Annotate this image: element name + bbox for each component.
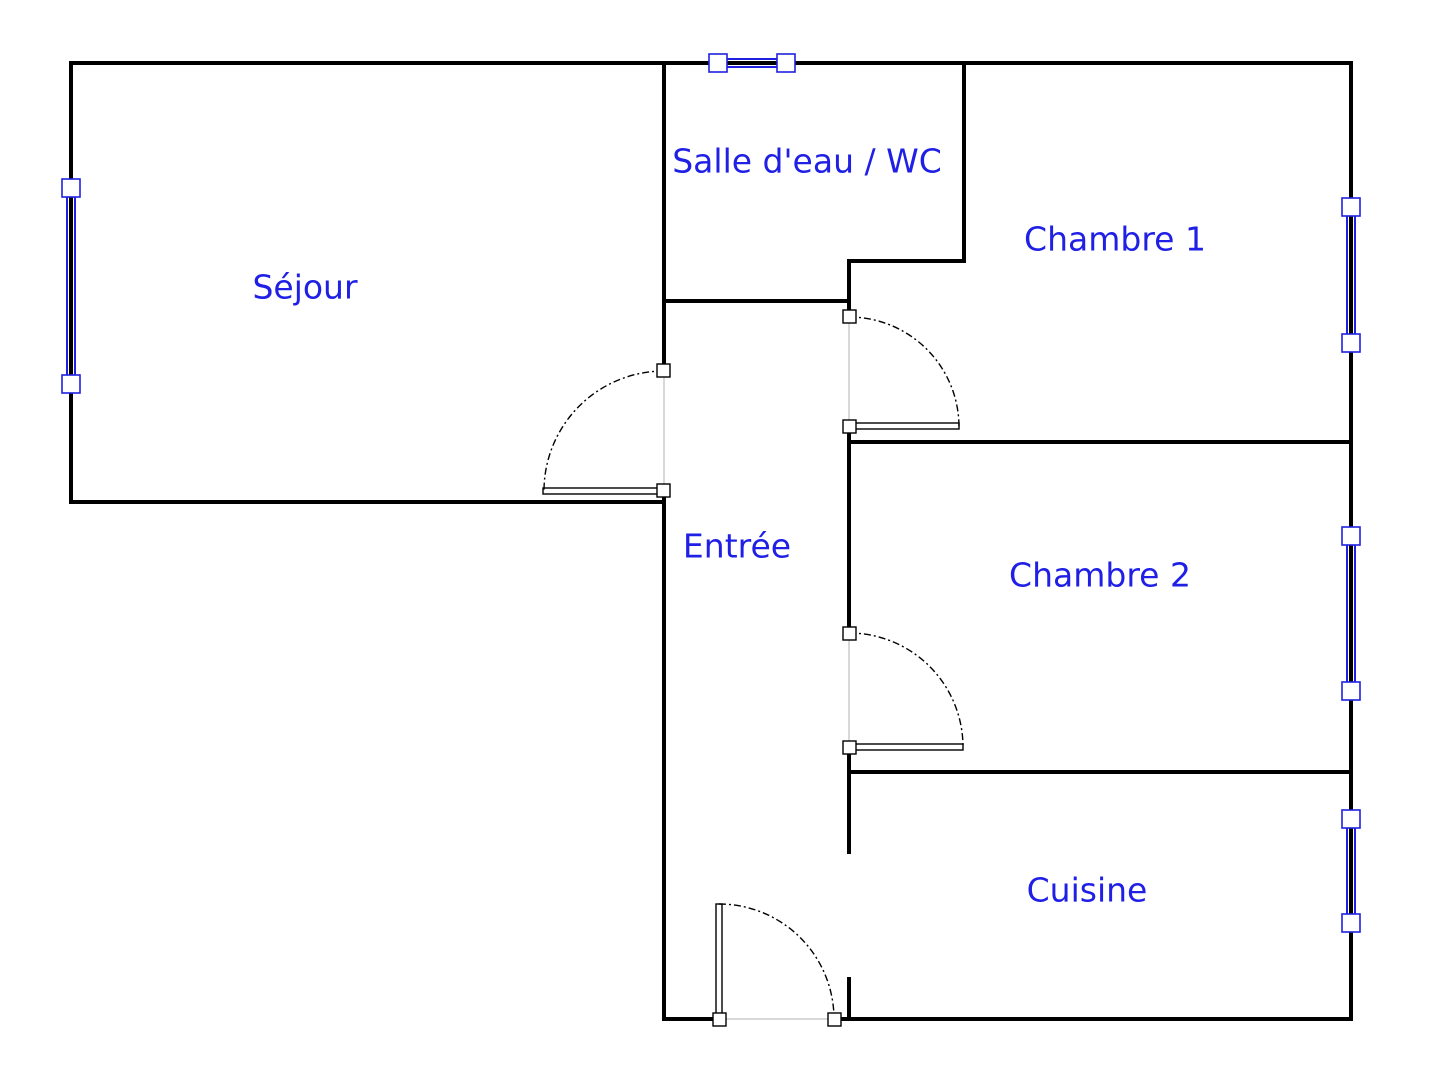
window-top: [708, 53, 796, 73]
door-hinge: [712, 1012, 727, 1027]
door-leaf: [848, 422, 960, 430]
window-handle: [1341, 681, 1361, 701]
door-leaf: [848, 743, 964, 751]
wall-salle-eau-east: [847, 61, 966, 319]
window-sejour: [61, 178, 81, 394]
window-chambre-1: [1341, 197, 1361, 353]
window-cuisine: [1341, 809, 1361, 933]
room-label-sejour: Séjour: [252, 268, 358, 307]
walls: [69, 61, 1353, 1021]
room-label-entree: Entrée: [683, 527, 791, 566]
door-hinge: [827, 1012, 842, 1027]
window-handle: [1341, 809, 1361, 829]
door-hinge: [842, 309, 857, 324]
door-hinge: [842, 740, 857, 755]
door-hinge: [656, 483, 671, 498]
door-chambre-1: [842, 309, 960, 434]
door-leaf: [542, 487, 665, 495]
window-handle: [708, 53, 728, 73]
window-handle: [61, 374, 81, 394]
room-label-chambre-2: Chambre 2: [1009, 556, 1191, 595]
door-sejour: [542, 363, 671, 498]
door-swing-arc: [848, 632, 964, 748]
door-hinge: [656, 363, 671, 378]
door-leaf: [715, 903, 723, 1020]
door-chambre-2: [842, 626, 964, 755]
door-entree: [712, 903, 842, 1027]
room-label-salle-eau-wc: Salle d'eau / WC: [672, 142, 942, 181]
window-handle: [1341, 913, 1361, 933]
window-handle: [776, 53, 796, 73]
door-swing-arc: [718, 903, 835, 1020]
window-chambre-2: [1341, 526, 1361, 701]
room-label-cuisine: Cuisine: [1027, 871, 1148, 910]
window-handle: [1341, 333, 1361, 353]
door-hinge: [842, 626, 857, 641]
door-swing-arc: [848, 316, 960, 428]
window-handle: [61, 178, 81, 198]
door-hinge: [842, 419, 857, 434]
door-swing-arc: [543, 370, 665, 492]
window-handle: [1341, 526, 1361, 546]
room-label-chambre-1: Chambre 1: [1024, 220, 1206, 259]
window-handle: [1341, 197, 1361, 217]
